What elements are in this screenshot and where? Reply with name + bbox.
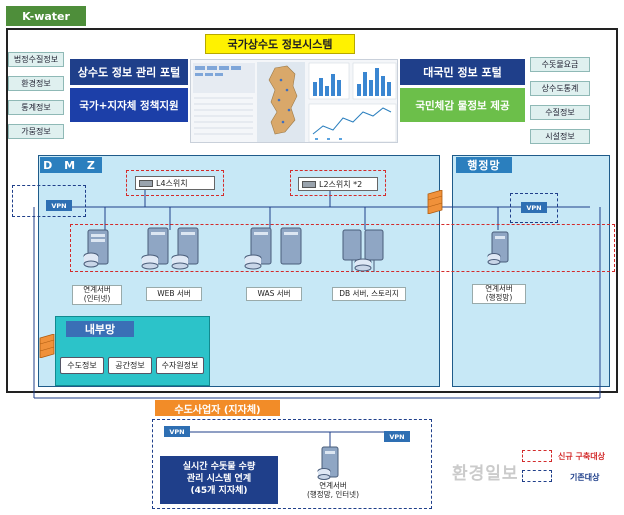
firewall-icon — [39, 334, 55, 358]
left-info-button[interactable]: 가뭄정보 — [8, 124, 64, 139]
web-server-icon — [141, 227, 199, 270]
left-info-button[interactable]: 법정수질정보 — [8, 52, 64, 67]
kwater-brand-label: K-water — [6, 6, 86, 26]
firewall-icon — [427, 190, 443, 214]
server-icon — [83, 229, 109, 268]
operator-link-server-icon — [317, 446, 339, 480]
left-info-button[interactable]: 환경정보 — [8, 76, 64, 91]
vpn-device-operator-left: VPN — [164, 426, 190, 437]
l2-switch: L2스위치 *2 — [298, 177, 378, 191]
gov-link-server-icon — [487, 231, 509, 265]
left-portal-title: 상수도 정보 관리 포털 — [70, 59, 188, 85]
spatial-info-db: 공간정보 — [108, 357, 152, 374]
right-portal-title: 대국민 정보 포털 — [400, 59, 525, 85]
internal-network-label: 내부망 — [66, 321, 134, 337]
legend-new-swatch — [522, 450, 552, 462]
right-info-button[interactable]: 시설정보 — [530, 129, 590, 144]
legend-new-label: 신규 구축대상 — [558, 452, 605, 461]
existing-outline — [510, 193, 558, 223]
vpn-device-operator-right: VPN — [384, 431, 410, 442]
new-build-outline — [126, 170, 224, 196]
left-info-button[interactable]: 통계정보 — [8, 100, 64, 115]
legend-existing-swatch — [522, 470, 552, 482]
new-build-outline — [290, 170, 386, 196]
db-server-icon — [342, 229, 384, 272]
legend-existing-label: 기존대상 — [570, 473, 600, 482]
dashboard-screenshot-image — [190, 59, 398, 143]
switch-device-icon — [302, 180, 316, 188]
water-operator-label: 수도사업자 (지자체) — [155, 400, 280, 416]
vpn-device-right: VPN — [521, 202, 547, 213]
link-server-operator-label: 연계서버 (행정망, 인터넷) — [306, 481, 360, 499]
was-server-icon — [244, 227, 302, 270]
db-server-label: DB 서버, 스토리지 — [332, 287, 406, 301]
link-server-internet-label: 연계서버 (인터넷) — [72, 285, 122, 305]
existing-outline — [12, 185, 86, 217]
l4-switch-label: L4스위치 — [156, 178, 188, 188]
watermark-text: 환경일보 — [452, 464, 519, 484]
was-server-label: WAS 서버 — [246, 287, 302, 301]
dmz-label: D M Z — [40, 157, 102, 173]
right-info-button[interactable]: 수질정보 — [530, 105, 590, 120]
link-server-gov-label: 연계서버 (행정망) — [472, 284, 526, 304]
vpn-device-left: VPN — [46, 200, 72, 211]
dashboard-illustration — [191, 60, 397, 142]
gov-network-label: 행정망 — [456, 157, 512, 173]
right-info-button[interactable]: 수돗물요금 — [530, 57, 590, 72]
right-info-button[interactable]: 상수도통계 — [530, 81, 590, 96]
water-operator-zone — [152, 419, 432, 509]
water-info-db: 수도정보 — [60, 357, 104, 374]
left-portal-subtitle: 국가+지자체 정책지원 — [70, 88, 188, 122]
switch-device-icon — [139, 179, 153, 187]
system-title: 국가상수도 정보시스템 — [205, 34, 355, 54]
main-system-frame — [6, 28, 618, 393]
water-resource-db: 수자원정보 — [156, 357, 204, 374]
realtime-system-box: 실시간 수돗물 수량 관리 시스템 연계 (45개 지자체) — [160, 456, 278, 504]
l4-switch: L4스위치 — [135, 176, 215, 190]
new-build-outline — [70, 224, 615, 272]
right-portal-subtitle: 국민체감 물정보 제공 — [400, 88, 525, 122]
web-server-label: WEB 서버 — [146, 287, 202, 301]
l2-switch-label: L2스위치 *2 — [319, 179, 363, 189]
